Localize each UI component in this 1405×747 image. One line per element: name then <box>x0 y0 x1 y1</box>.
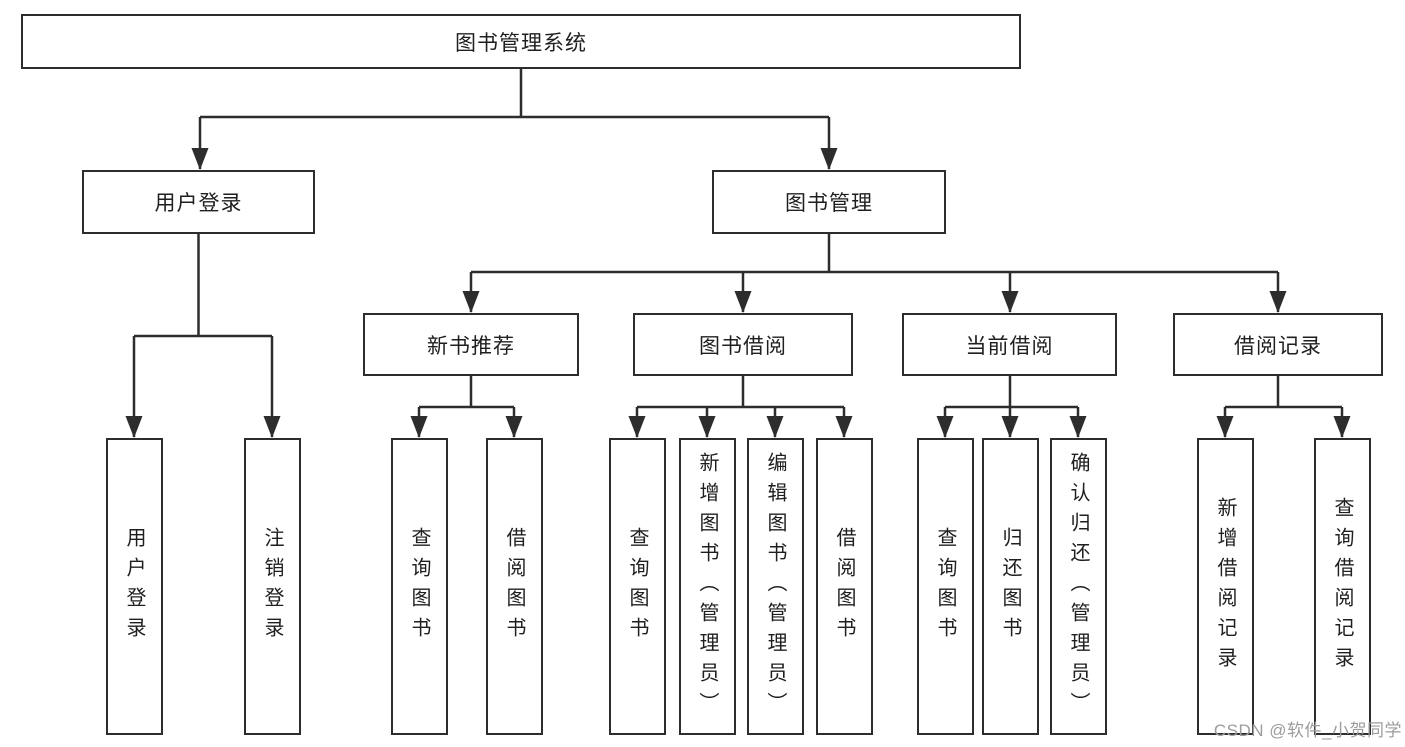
leaf-edit-books-admin-label: 编辑图书（管理员） <box>764 451 786 722</box>
leaf-confirm-return-admin: 确认归还（管理员） <box>1049 438 1107 735</box>
node-user-login: 用户登录 <box>82 170 315 234</box>
leaf-edit-books-admin: 编辑图书（管理员） <box>746 438 804 735</box>
node-book-management: 图书管理 <box>712 170 946 234</box>
leaf-borrow-books-recommend-label: 借阅图书 <box>503 526 525 647</box>
node-root-system: 图书管理系统 <box>21 14 1021 69</box>
leaf-confirm-return-admin-label: 确认归还（管理员） <box>1067 451 1089 722</box>
leaf-logout: 注销登录 <box>243 438 301 735</box>
leaf-add-borrow-record-label: 新增借阅记录 <box>1214 496 1236 677</box>
connector-trunks <box>134 69 1342 409</box>
leaf-query-books-recommend-label: 查询图书 <box>408 526 430 647</box>
node-book-borrowing: 图书借阅 <box>633 313 853 376</box>
leaf-return-books-label: 归还图书 <box>999 526 1021 647</box>
leaf-query-books-recommend: 查询图书 <box>390 438 448 735</box>
node-borrowing-records: 借阅记录 <box>1173 313 1383 376</box>
leaf-borrow-books-recommend: 借阅图书 <box>485 438 543 735</box>
leaf-query-borrow-record: 查询借阅记录 <box>1313 438 1371 735</box>
leaf-add-books-admin-label: 新增图书（管理员） <box>696 451 718 722</box>
node-new-book-recommend: 新书推荐 <box>363 313 579 376</box>
leaf-query-books-current: 查询图书 <box>916 438 974 735</box>
leaf-query-books-borrowing: 查询图书 <box>608 438 666 735</box>
leaf-user-login-label: 用户登录 <box>123 526 145 647</box>
leaf-query-borrow-record-label: 查询借阅记录 <box>1331 496 1353 677</box>
leaf-borrow-books-borrowing-label: 借阅图书 <box>833 526 855 647</box>
leaf-query-books-borrowing-label: 查询图书 <box>626 526 648 647</box>
csdn-watermark: CSDN @软件_小贺同学 <box>1213 721 1402 740</box>
leaf-return-books: 归还图书 <box>981 438 1039 735</box>
leaf-user-login: 用户登录 <box>105 438 163 735</box>
leaf-logout-label: 注销登录 <box>261 526 283 647</box>
node-current-borrowing: 当前借阅 <box>902 313 1117 376</box>
leaf-query-books-current-label: 查询图书 <box>934 526 956 647</box>
leaf-borrow-books-borrowing: 借阅图书 <box>815 438 873 735</box>
connector-arrows <box>125 117 1351 438</box>
leaf-add-borrow-record: 新增借阅记录 <box>1196 438 1254 735</box>
leaf-add-books-admin: 新增图书（管理员） <box>678 438 736 735</box>
